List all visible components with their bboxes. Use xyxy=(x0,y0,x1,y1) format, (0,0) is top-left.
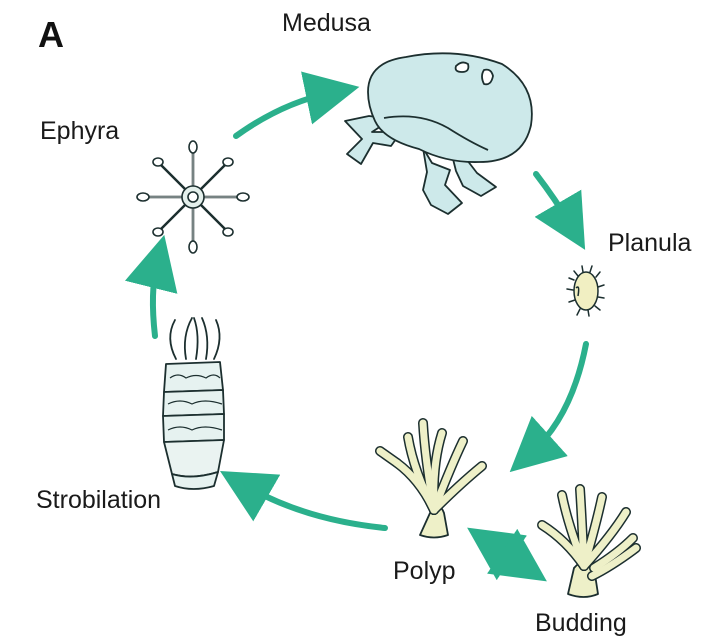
arrow-medusa-to-planula xyxy=(536,174,570,224)
arrow-ephyra-to-medusa xyxy=(236,93,330,136)
strobilation-illustration xyxy=(163,318,224,489)
medusa-illustration xyxy=(345,53,532,214)
polyp-illustration xyxy=(380,423,482,538)
arrow-polyp-to-strobilation xyxy=(246,486,385,528)
arrow-planula-to-polyp xyxy=(532,344,586,452)
planula-illustration xyxy=(567,266,604,316)
budding-illustration xyxy=(542,489,636,597)
ephyra-illustration xyxy=(137,141,249,253)
arrow-strobilation-to-ephyra xyxy=(153,264,157,336)
arrow-polyp-budding xyxy=(487,541,527,568)
